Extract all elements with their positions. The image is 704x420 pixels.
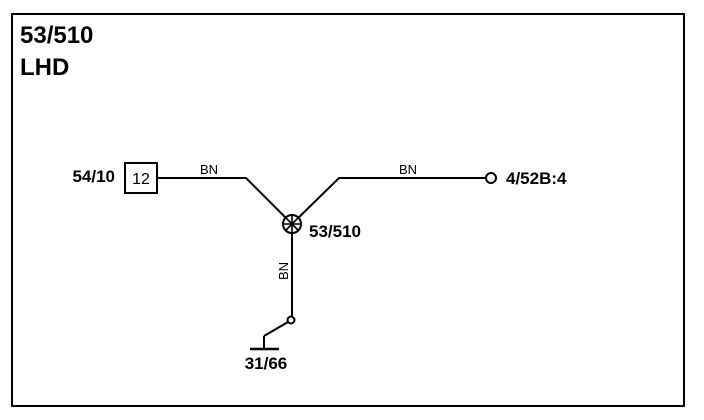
- wire-right-color-code: BN: [399, 162, 417, 177]
- left-connector-label: 54/10: [72, 167, 115, 186]
- drive-variant-title: LHD: [20, 54, 70, 81]
- diagram-frame: [11, 13, 685, 407]
- right-connector-label: 4/52B:4: [506, 169, 567, 188]
- wire-left: [157, 177, 293, 225]
- ground-switch-icon: [250, 315, 296, 351]
- wire-right: [291, 177, 486, 225]
- wire-left-color-code: BN: [200, 162, 218, 177]
- splice-label: 53/510: [309, 222, 361, 241]
- terminal-circle-icon: [485, 172, 497, 184]
- ground-label: 31/66: [245, 354, 288, 373]
- splice-icon: [282, 214, 302, 234]
- diagram-code-title: 53/510: [20, 22, 94, 49]
- connector-pin-number: 12: [132, 171, 150, 188]
- wire-down-color-code: BN: [276, 262, 291, 280]
